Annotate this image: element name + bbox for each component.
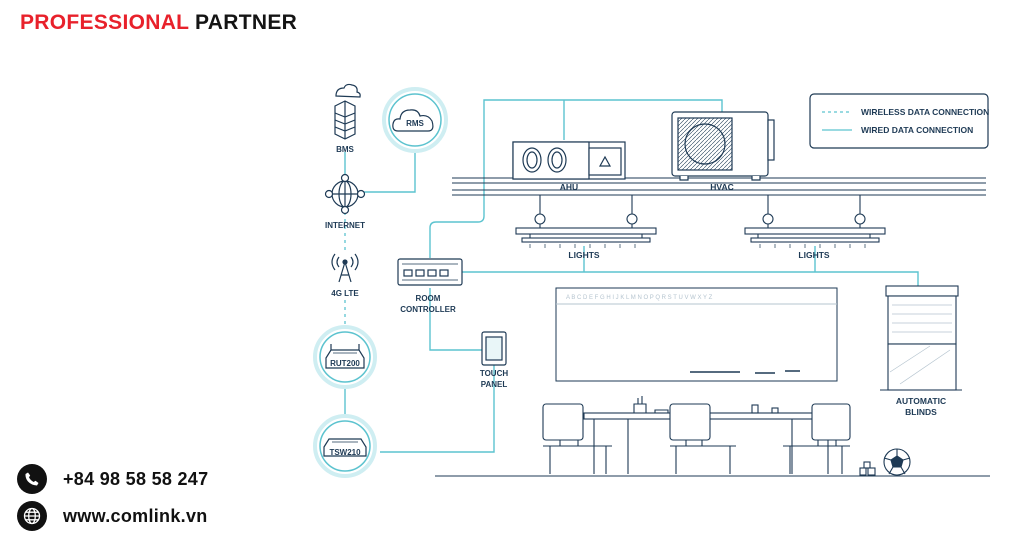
rut200-label: RUT200	[330, 359, 360, 368]
wired-connections	[344, 99, 919, 453]
football-and-blocks	[859, 448, 911, 476]
internet-label: INTERNET	[325, 221, 365, 230]
whiteboard-alphabet: A B C D E F G H I J K L M N O P Q R S T …	[566, 295, 713, 301]
brand-title-dark: PARTNER	[195, 11, 298, 34]
brand-title: PROFESSIONAL PARTNER	[20, 11, 297, 35]
brand-title-red: PROFESSIONAL	[20, 11, 189, 34]
room-controller-label-line1: ROOM	[416, 294, 441, 303]
ahu-unit-icon	[512, 141, 626, 180]
phone-number: +84 98 58 58 247	[63, 468, 209, 489]
legend	[809, 93, 989, 149]
website-link[interactable]: www.comlink.vn	[63, 505, 208, 526]
hvac-label: HVAC	[710, 182, 733, 192]
rms-label: RMS	[406, 119, 424, 128]
lights-right-label: LIGHTS	[798, 250, 829, 260]
meeting-table-and-chairs	[435, 396, 990, 477]
bms-label: BMS	[336, 145, 354, 154]
room-controller-icon	[397, 258, 463, 286]
contact-website-row: www.comlink.vn	[17, 501, 208, 531]
touch-panel-label-line1: TOUCH	[480, 369, 509, 378]
legend-wireless-label: WIRELESS DATA CONNECTION	[861, 107, 989, 117]
lte-label: 4G LTE	[331, 289, 359, 298]
contact-phone-row: +84 98 58 58 247	[17, 464, 208, 494]
lights-left-icon	[515, 195, 657, 243]
internet-globe-icon	[324, 173, 366, 215]
bms-building-icon	[334, 83, 361, 140]
legend-wired-label: WIRED DATA CONNECTION	[861, 125, 973, 135]
touch-panel-icon	[481, 331, 507, 366]
tsw210-label: TSW210	[329, 448, 361, 457]
hvac-unit-icon	[671, 111, 775, 181]
light-rays-right	[759, 244, 866, 248]
lights-left-label: LIGHTS	[568, 250, 599, 260]
lights-right-icon	[744, 195, 886, 243]
automatic-blinds-icon	[880, 285, 962, 391]
ahu-label: AHU	[560, 182, 578, 192]
whiteboard	[555, 287, 838, 382]
blinds-label-line1: AUTOMATIC	[896, 396, 946, 406]
globe-icon	[17, 501, 47, 531]
phone-icon	[17, 464, 47, 494]
lte-antenna-icon	[331, 253, 359, 283]
rut200-router-icon	[313, 325, 377, 389]
touch-panel-label-line2: PANEL	[481, 380, 508, 389]
blinds-label-line2: BLINDS	[905, 407, 937, 417]
tsw210-switch-icon	[313, 414, 377, 478]
room-controller-label-line2: CONTROLLER	[400, 305, 456, 314]
rms-cloud-icon	[382, 87, 448, 153]
light-rays-left	[529, 244, 636, 248]
